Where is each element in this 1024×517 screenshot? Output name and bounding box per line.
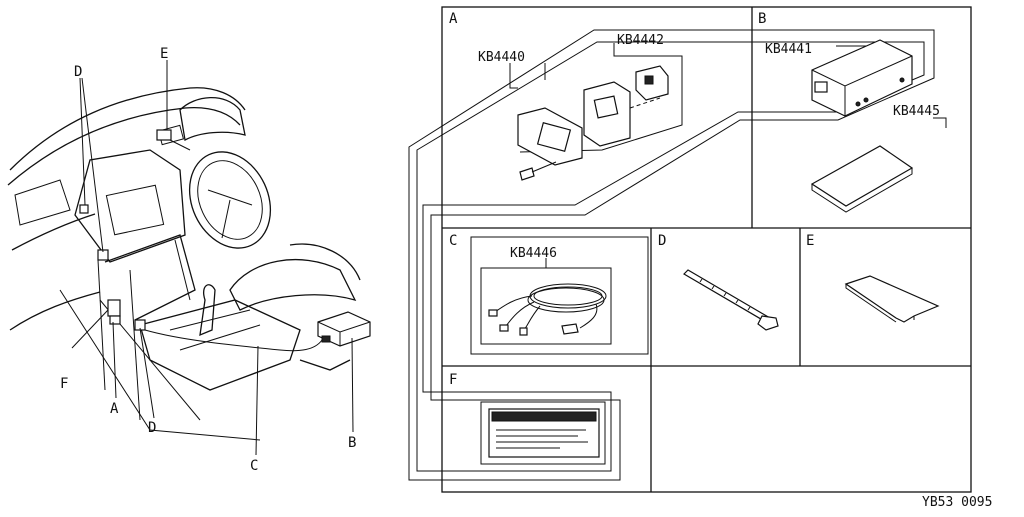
- vehicle-label-e: E: [160, 46, 168, 62]
- vehicle-labels: D E F A D C B: [60, 46, 356, 474]
- panel-letter-b: B: [758, 11, 766, 27]
- panel-letter-a: A: [449, 11, 458, 27]
- panel-letter-e: E: [806, 233, 814, 249]
- vehicle-leader-lines: [71, 60, 354, 456]
- part-number-kb4445: KB4445: [893, 104, 940, 119]
- diagram-code: YB53 0095: [922, 495, 992, 510]
- part-number-kb4442: KB4442: [617, 33, 664, 48]
- vehicle-label-b: B: [348, 435, 356, 451]
- panel-letter-c: C: [449, 233, 457, 249]
- part-number-kb4440: KB4440: [478, 50, 525, 65]
- panel-d-cable-tie: [683, 269, 779, 331]
- part-number-kb4441: KB4441: [765, 42, 812, 57]
- parts-grid: [408, 6, 972, 493]
- panel-letters: A B C D E F: [449, 11, 814, 388]
- panel-e-tape: [844, 275, 940, 323]
- vehicle-label-d-top: D: [74, 64, 82, 80]
- panel-a-parts: [509, 43, 683, 181]
- panel-letter-f: F: [449, 372, 457, 388]
- vehicle-label-c: C: [250, 458, 258, 474]
- panel-letter-d: D: [658, 233, 666, 249]
- part-number-kb4446: KB4446: [510, 246, 557, 261]
- vehicle-interior-illustration: [7, 87, 371, 441]
- panel-b-parts: [810, 39, 947, 213]
- vehicle-label-d-bottom: D: [148, 420, 156, 436]
- vehicle-label-a: A: [110, 401, 119, 417]
- vehicle-label-f: F: [60, 376, 68, 392]
- panel-c-parts: [470, 236, 649, 355]
- panel-f-label: [480, 401, 606, 465]
